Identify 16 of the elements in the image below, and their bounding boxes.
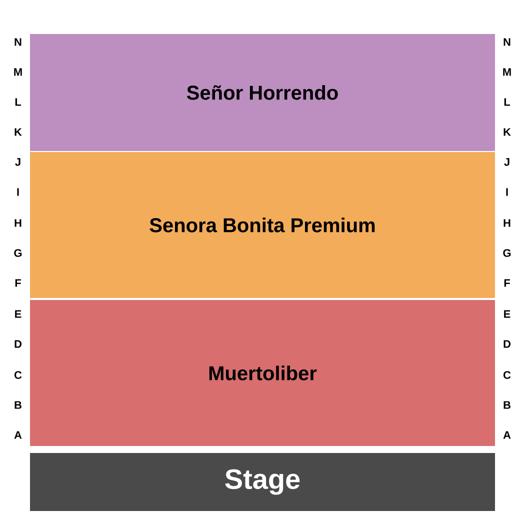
row-letter: E [504,310,510,318]
row-letter: A [503,431,511,439]
row-letter: K [14,128,22,136]
seating-section: Senora Bonita Premium [30,152,495,298]
seating-section: Señor Horrendo [30,34,495,151]
row-letter: F [504,279,510,287]
row-letter: I [17,188,19,196]
row-letter: A [14,431,22,439]
row-letter: F [15,279,21,287]
row-letter: I [506,188,508,196]
row-letter: E [15,310,22,318]
seating-section: Muertoliber [30,300,495,446]
stage-area: Stage [30,453,495,511]
row-letter: J [15,158,20,166]
row-letter: K [504,128,511,136]
row-letter: J [504,158,510,166]
